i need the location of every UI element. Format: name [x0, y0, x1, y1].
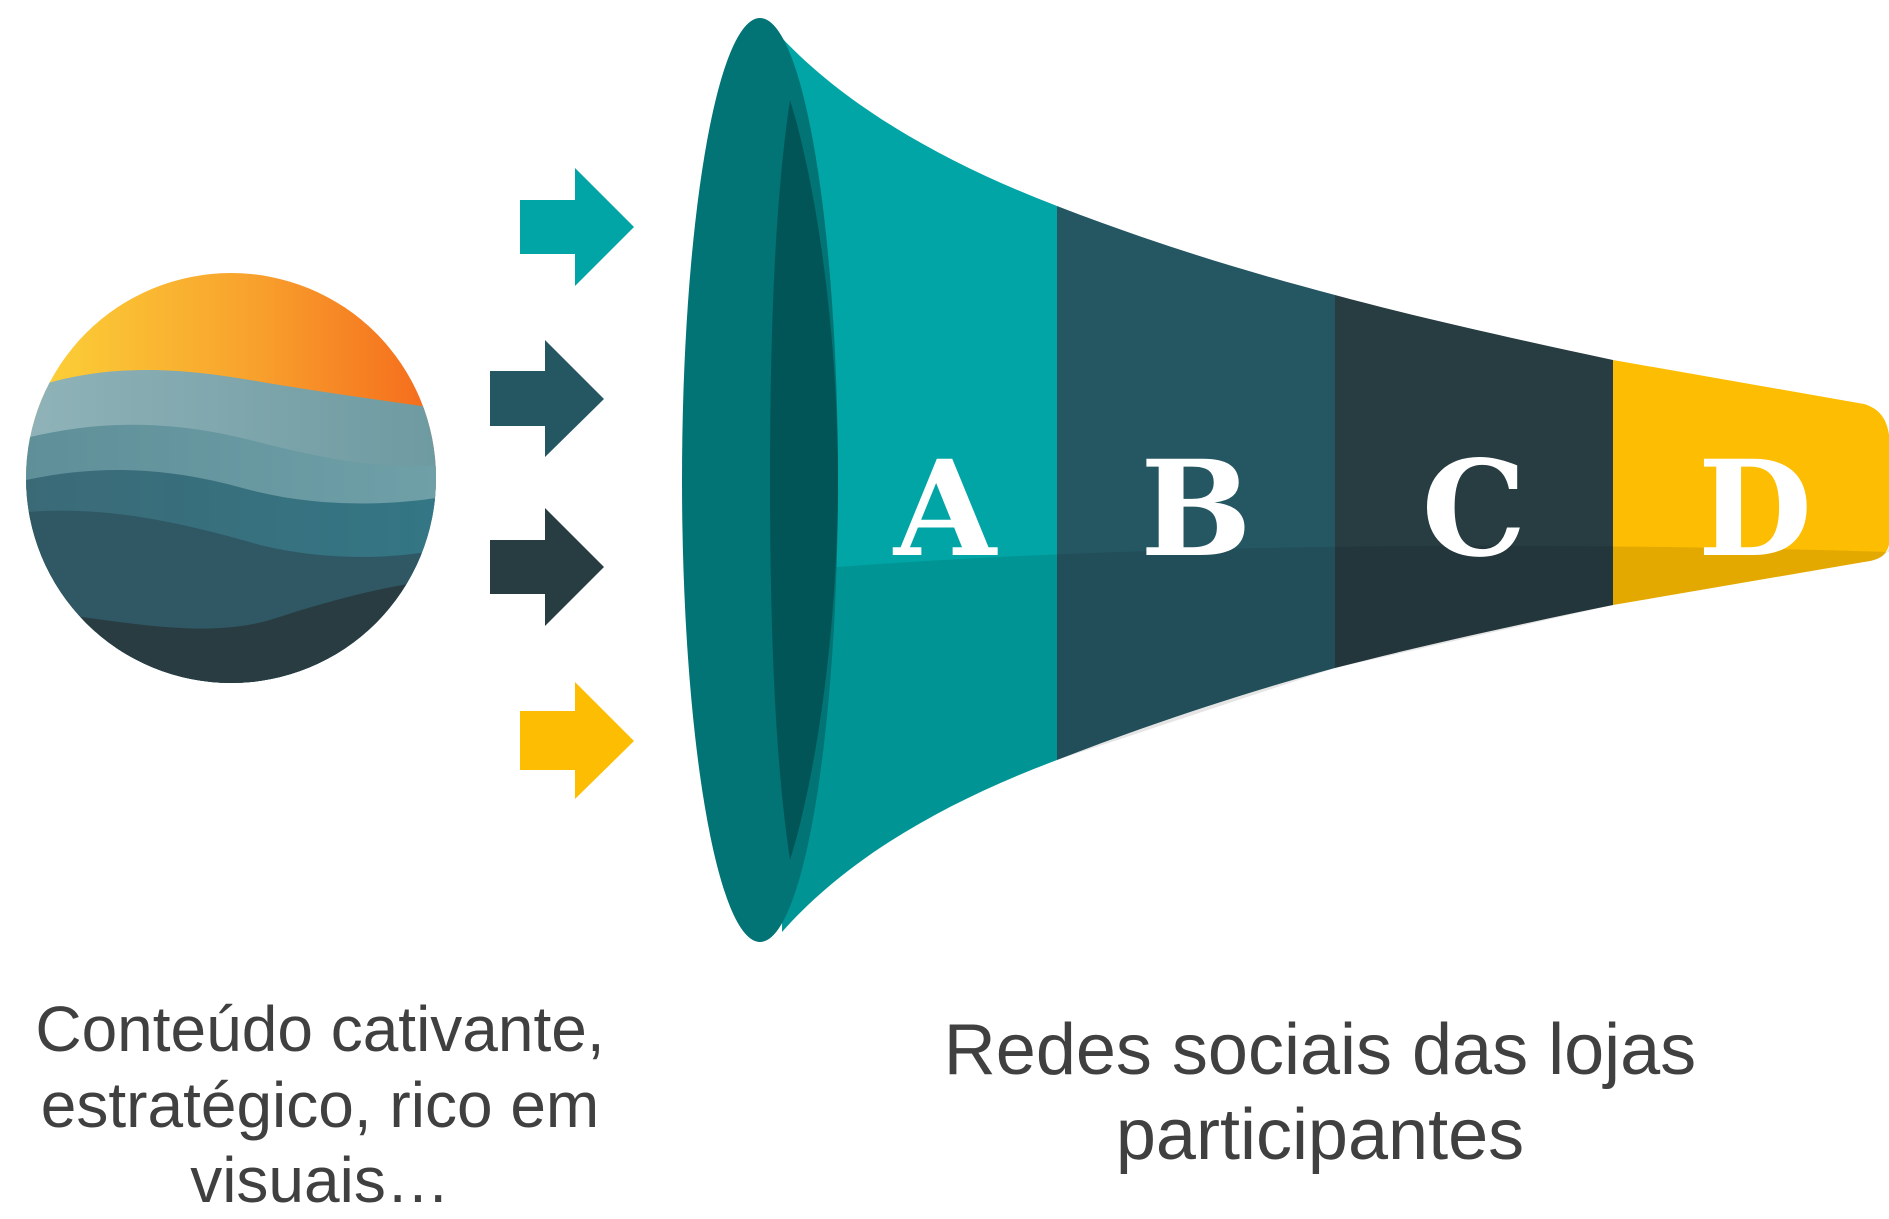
source-caption: Conteúdo cativante, estratégico, rico em…: [10, 992, 630, 1219]
source-caption-line: Conteúdo cativante,: [35, 993, 605, 1065]
arrow-right-icon: [520, 168, 634, 286]
funnel-segment-d-label: D: [1698, 432, 1812, 587]
source-caption-line: visuais…: [190, 1144, 450, 1217]
funnel-segment-b-shape: [1057, 206, 1335, 760]
funnel-segment-a-shape: [782, 38, 1057, 932]
funnel-segment-c-label: C: [1421, 432, 1526, 587]
funnel-shading: [782, 545, 1889, 932]
funnel-caption: Redes sociais das lojas participantes: [880, 1008, 1760, 1178]
funnel-segment-d-shape: [1613, 360, 1889, 605]
funnel-caption-line: participantes: [1115, 1094, 1525, 1175]
funnel: [682, 18, 1889, 942]
funnel-segment-c-shape: [1335, 295, 1613, 668]
funnel-labels: A B C D: [892, 432, 1812, 587]
arrow-right-icon: [520, 682, 634, 799]
arrows: [490, 168, 634, 799]
funnel-caption-line: Redes sociais das lojas: [943, 1010, 1697, 1090]
arrow-right-icon: [490, 340, 604, 457]
funnel-segment-b-label: B: [1140, 432, 1252, 587]
sunset-waves-icon: [26, 273, 436, 683]
funnel-mouth-inner: [770, 100, 838, 860]
funnel-segment-a-label: A: [892, 432, 998, 587]
arrow-right-icon: [490, 508, 604, 626]
source-caption-line: estratégico, rico em: [40, 1068, 600, 1141]
